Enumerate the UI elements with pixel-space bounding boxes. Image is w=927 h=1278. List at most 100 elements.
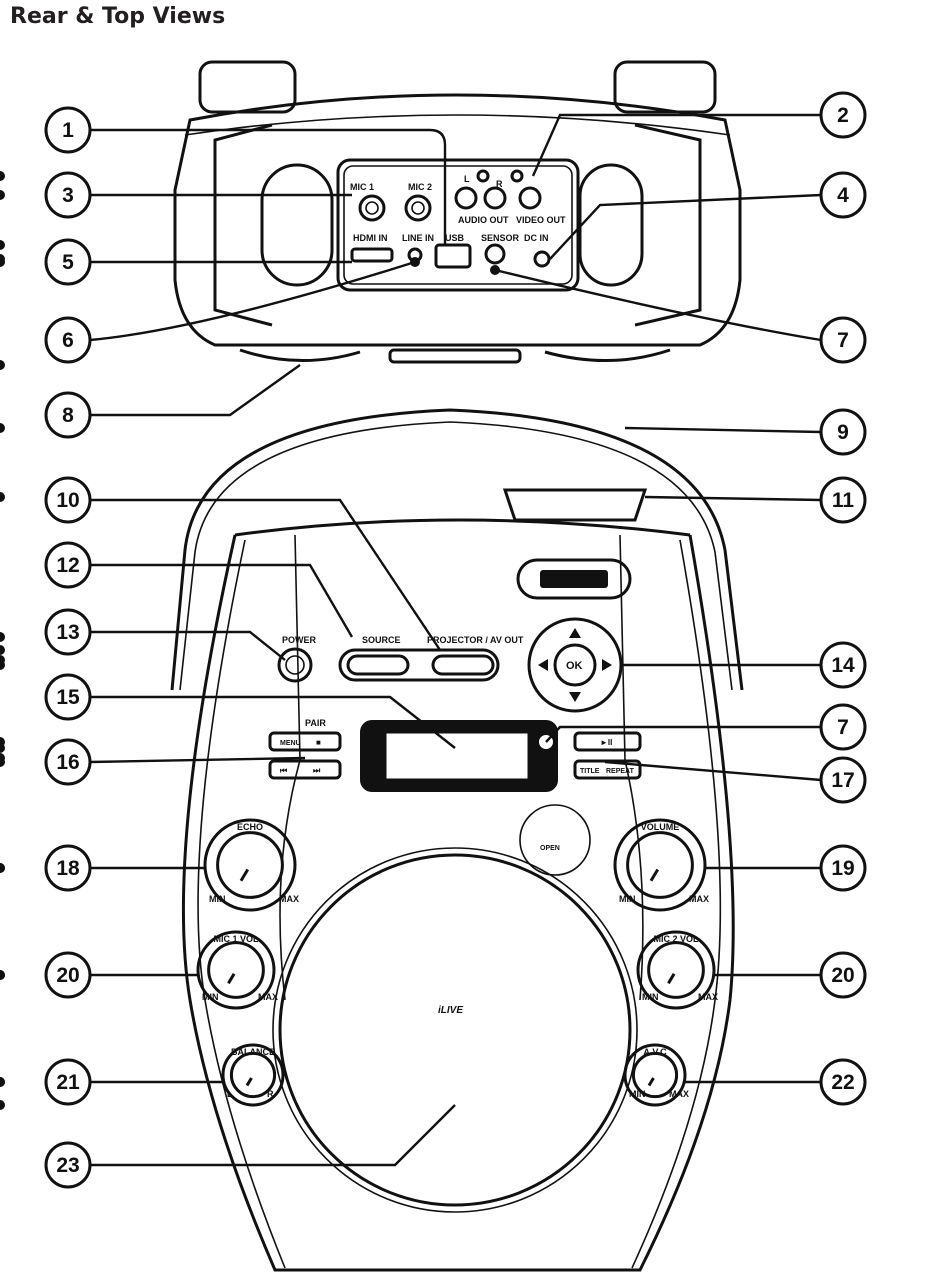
svg-text:⏭: ⏭ — [313, 766, 321, 775]
leader-dot — [0, 1077, 5, 1087]
leader-line — [624, 426, 822, 434]
callout-20: 20 — [44, 951, 92, 999]
rear-view: MIC 1 MIC 2 L R AUDIO OUT VIDEO OUT HDMI… — [173, 60, 742, 364]
leader-dot — [410, 257, 420, 267]
svg-text:SENSOR: SENSOR — [481, 233, 520, 243]
min-label: MIN — [642, 992, 659, 1002]
callout-6: 6 — [44, 316, 92, 364]
svg-text:USB: USB — [445, 233, 465, 243]
min-label: MIN — [202, 992, 219, 1002]
leader-dot — [0, 632, 5, 642]
svg-text:20: 20 — [831, 964, 854, 987]
projector-button[interactable] — [431, 654, 495, 676]
leader-dot — [0, 737, 5, 747]
mic2-vol-knob[interactable]: MIC 2 VOL MIN MAX — [636, 930, 718, 1010]
svg-text:12: 12 — [56, 554, 79, 577]
source-button[interactable] — [346, 654, 410, 676]
leader-dot — [0, 645, 5, 655]
disc-lid — [278, 853, 632, 1207]
avc-knob[interactable]: A.V.C MIN MAX — [623, 1043, 689, 1107]
callout-11: 11 — [819, 476, 867, 524]
leader-dot — [0, 492, 5, 502]
audio-out-l-jack — [454, 186, 478, 210]
leader-line — [494, 268, 822, 342]
callout-3: 3 — [44, 171, 92, 219]
svg-text:16: 16 — [56, 751, 79, 774]
callout-8: 8 — [44, 391, 92, 439]
max-label: MAX — [689, 894, 709, 904]
svg-text:17: 17 — [831, 769, 854, 792]
callout-4: 4 — [819, 171, 867, 219]
svg-text:TITLE: TITLE — [580, 768, 600, 775]
svg-text:14: 14 — [831, 654, 855, 677]
svg-text:11: 11 — [832, 489, 855, 512]
leader-dot — [0, 863, 5, 873]
svg-text:4: 4 — [837, 184, 849, 207]
callout-22: 22 — [819, 1058, 867, 1106]
hdmi-port — [350, 247, 394, 263]
power-button[interactable] — [277, 647, 313, 683]
volume-label: VOLUME — [641, 822, 680, 832]
callout-12: 12 — [44, 541, 92, 589]
leader-line — [531, 113, 821, 177]
svg-text:21: 21 — [56, 1071, 80, 1094]
rear-io-panel — [336, 158, 580, 292]
lcd-display — [385, 732, 529, 780]
svg-text:REPEAT: REPEAT — [606, 768, 635, 775]
callout-18: 18 — [44, 844, 92, 892]
leader-line — [90, 563, 354, 638]
callout-21: 21 — [44, 1058, 92, 1106]
svg-text:HDMI IN: HDMI IN — [353, 233, 388, 243]
svg-text:2: 2 — [837, 104, 849, 127]
svg-text:L: L — [464, 174, 470, 184]
leader-line — [604, 760, 822, 782]
svg-text:18: 18 — [56, 857, 80, 880]
max-label: R — [267, 1089, 274, 1099]
max-label: MAX — [698, 992, 718, 1002]
volume-knob[interactable]: VOLUME MIN MAX — [613, 818, 709, 912]
leader-dot — [0, 240, 5, 250]
leader-dot — [0, 171, 5, 181]
top-view: POWER SOURCE PROJECTOR / AV OUT OK PAIR … — [170, 408, 744, 1272]
svg-text:VIDEO OUT: VIDEO OUT — [516, 215, 566, 225]
min-label: MIN — [629, 1089, 646, 1099]
audio-out-r-jack — [483, 186, 507, 210]
leader-line — [90, 695, 456, 749]
svg-text:PROJECTOR / AV OUT: PROJECTOR / AV OUT — [427, 635, 524, 645]
callout-7: 7 — [819, 703, 867, 751]
callout-15: 15 — [44, 673, 92, 721]
leader-dot — [0, 970, 5, 980]
svg-text:1: 1 — [62, 119, 74, 142]
ok-button[interactable] — [553, 643, 597, 687]
callout-10: 10 — [44, 476, 92, 524]
leader-line — [90, 1104, 456, 1167]
min-label: MIN — [209, 894, 226, 904]
svg-text:DC IN: DC IN — [524, 233, 549, 243]
svg-text:7: 7 — [837, 716, 849, 739]
avc-label: A.V.C — [643, 1047, 667, 1057]
svg-text:PAIR: PAIR — [305, 718, 326, 728]
min-label: MIN — [619, 894, 636, 904]
callout-13: 13 — [44, 608, 92, 656]
callout-23: 23 — [44, 1141, 92, 1189]
focus-wheel — [516, 558, 632, 600]
callout-5: 5 — [44, 238, 92, 286]
leader-dot — [0, 257, 5, 267]
mic1_vol-label: MIC 1 VOL — [213, 934, 259, 944]
mic1-jack — [358, 194, 386, 222]
leader-line — [90, 630, 286, 661]
max-label: MAX — [669, 1089, 689, 1099]
leader-line — [90, 364, 301, 417]
leader-dot — [0, 660, 5, 670]
svg-text:R: R — [496, 179, 503, 189]
svg-text:3: 3 — [62, 184, 74, 207]
callout-14: 14 — [819, 641, 867, 689]
dc-in-jack — [533, 250, 551, 268]
svg-text:5: 5 — [62, 251, 74, 274]
callout-16: 16 — [44, 738, 92, 786]
mic2_vol-label: MIC 2 VOL — [653, 934, 699, 944]
